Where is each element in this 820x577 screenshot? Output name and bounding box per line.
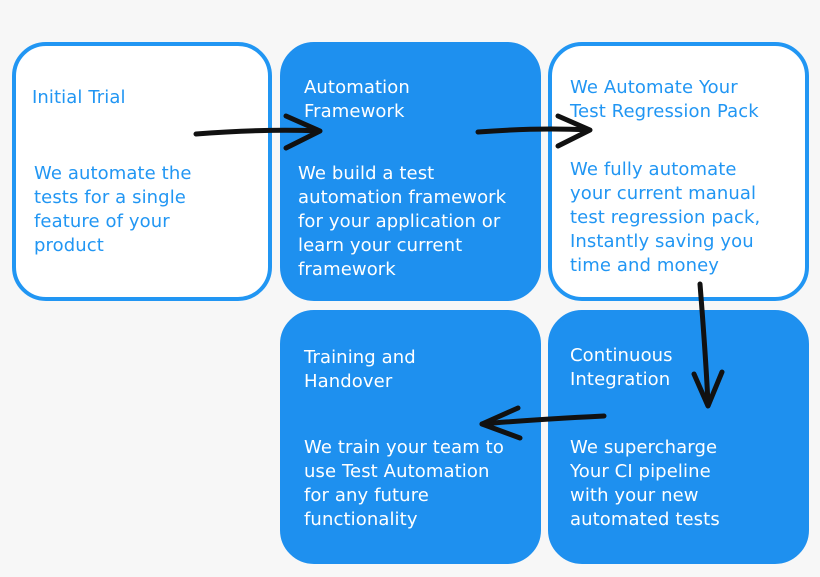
card-body: We train your team to use Test Automatio… xyxy=(304,437,504,530)
card-body: We supercharge Your CI pipeline with you… xyxy=(570,437,720,530)
card-initial-trial: Initial Trial We automate the tests for … xyxy=(12,42,272,301)
card-training-handover: Training and Handover We train your team… xyxy=(280,310,541,564)
card-title: Continuous Integration xyxy=(570,345,673,390)
card-title: Initial Trial xyxy=(32,87,126,108)
card-regression-pack: We Automate Your Test Regression Pack We… xyxy=(548,42,809,301)
card-body: We build a test automation framework for… xyxy=(298,163,507,280)
card-title: Automation Framework xyxy=(304,77,410,122)
card-automation-framework: Automation Framework We build a test aut… xyxy=(280,42,541,301)
card-continuous-integration: Continuous Integration We supercharge Yo… xyxy=(548,310,809,564)
card-body: We automate the tests for a single featu… xyxy=(34,163,192,256)
card-title: Training and Handover xyxy=(304,347,416,392)
card-title: We Automate Your Test Regression Pack xyxy=(570,77,759,122)
card-body: We fully automate your current manual te… xyxy=(570,159,761,276)
